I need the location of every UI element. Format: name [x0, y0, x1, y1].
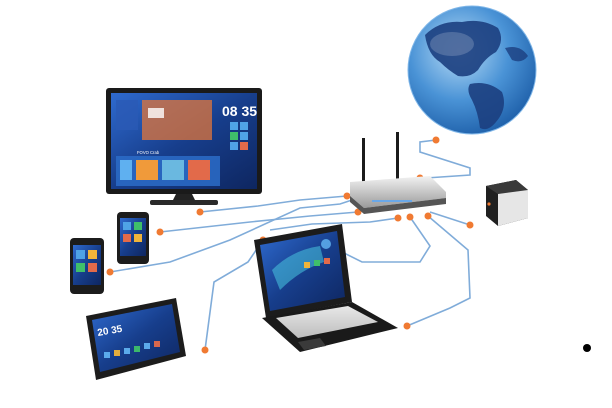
cable-router-tv [199, 195, 348, 213]
tablet-clock: 20 35 [97, 324, 124, 339]
cable-router-tablet [204, 239, 264, 351]
router-icon [350, 132, 446, 214]
cable-globe-router [419, 139, 471, 179]
connector-dot [394, 214, 402, 222]
connector-dot [466, 221, 474, 229]
cable-router-laptop [269, 217, 399, 231]
connector-dot [432, 136, 440, 144]
cable-router-phone [159, 211, 359, 233]
cable-router-laptop-down [406, 215, 471, 327]
globe-icon [407, 5, 537, 135]
tv-screen-title: FOVO Crab [137, 150, 160, 155]
nas-drive-icon [486, 180, 528, 226]
smartphone-icon [117, 212, 149, 264]
connector-dot [196, 208, 204, 216]
connector-dot [156, 228, 164, 236]
laptop-keyboard [276, 306, 378, 338]
connector-dot [201, 346, 209, 354]
connector-dot [106, 268, 114, 276]
connector-dot [406, 213, 414, 221]
connector-dot [343, 192, 351, 200]
north-america-land [425, 20, 502, 77]
smartphone-left-icon [70, 238, 104, 294]
connector-dot [403, 322, 411, 330]
decorative-dot [583, 344, 591, 352]
cable-router-phone-left [109, 199, 353, 273]
cables [109, 139, 471, 351]
laptop-icon [254, 224, 398, 352]
tv-icon: 08 35 FOVO Crab [106, 88, 262, 205]
tablet-icon: 20 35 [86, 298, 186, 380]
tv-clock: 08 35 [222, 103, 257, 119]
south-america-land [468, 83, 504, 130]
cable-router-laptop-right [341, 216, 431, 263]
cable-connectors [106, 136, 474, 354]
cable-router-nas [429, 211, 471, 226]
connector-dot [424, 212, 432, 220]
